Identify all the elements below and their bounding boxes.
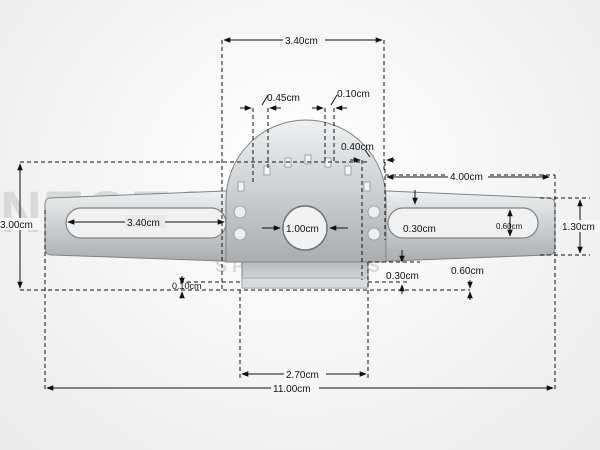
label-slot-length-right: 4.00cm bbox=[450, 172, 483, 183]
dimension-labels: 3.40cm 0.45cm 0.10cm 0.40cm 4.00cm 3.00c… bbox=[0, 34, 600, 395]
label-slot-width: 0.60cm bbox=[496, 222, 523, 231]
dimension-lines bbox=[17, 37, 590, 391]
label-top-width: 3.40cm bbox=[285, 36, 318, 47]
label-notch-width: 0.45cm bbox=[267, 93, 300, 104]
label-tooth-width: 0.10cm bbox=[337, 89, 370, 100]
label-notch-offset: 0.40cm bbox=[341, 142, 374, 153]
label-left-height: 3.00cm bbox=[0, 220, 33, 231]
label-slot-length-left: 3.40cm bbox=[127, 218, 160, 229]
label-tab-offset: 0.60cm bbox=[451, 266, 484, 277]
label-total-length: 11.00cm bbox=[273, 384, 311, 395]
label-arm-height: 1.30cm bbox=[562, 222, 595, 233]
label-bottom-offset: 0.10cm bbox=[172, 281, 202, 291]
label-hole-diameter: 1.00cm bbox=[286, 224, 319, 235]
label-slot-gap: 0.30cm bbox=[403, 224, 436, 235]
metal-bracket bbox=[44, 119, 556, 289]
label-tab-width: 2.70cm bbox=[286, 370, 319, 381]
label-tab-height: 0.30cm bbox=[386, 271, 419, 282]
